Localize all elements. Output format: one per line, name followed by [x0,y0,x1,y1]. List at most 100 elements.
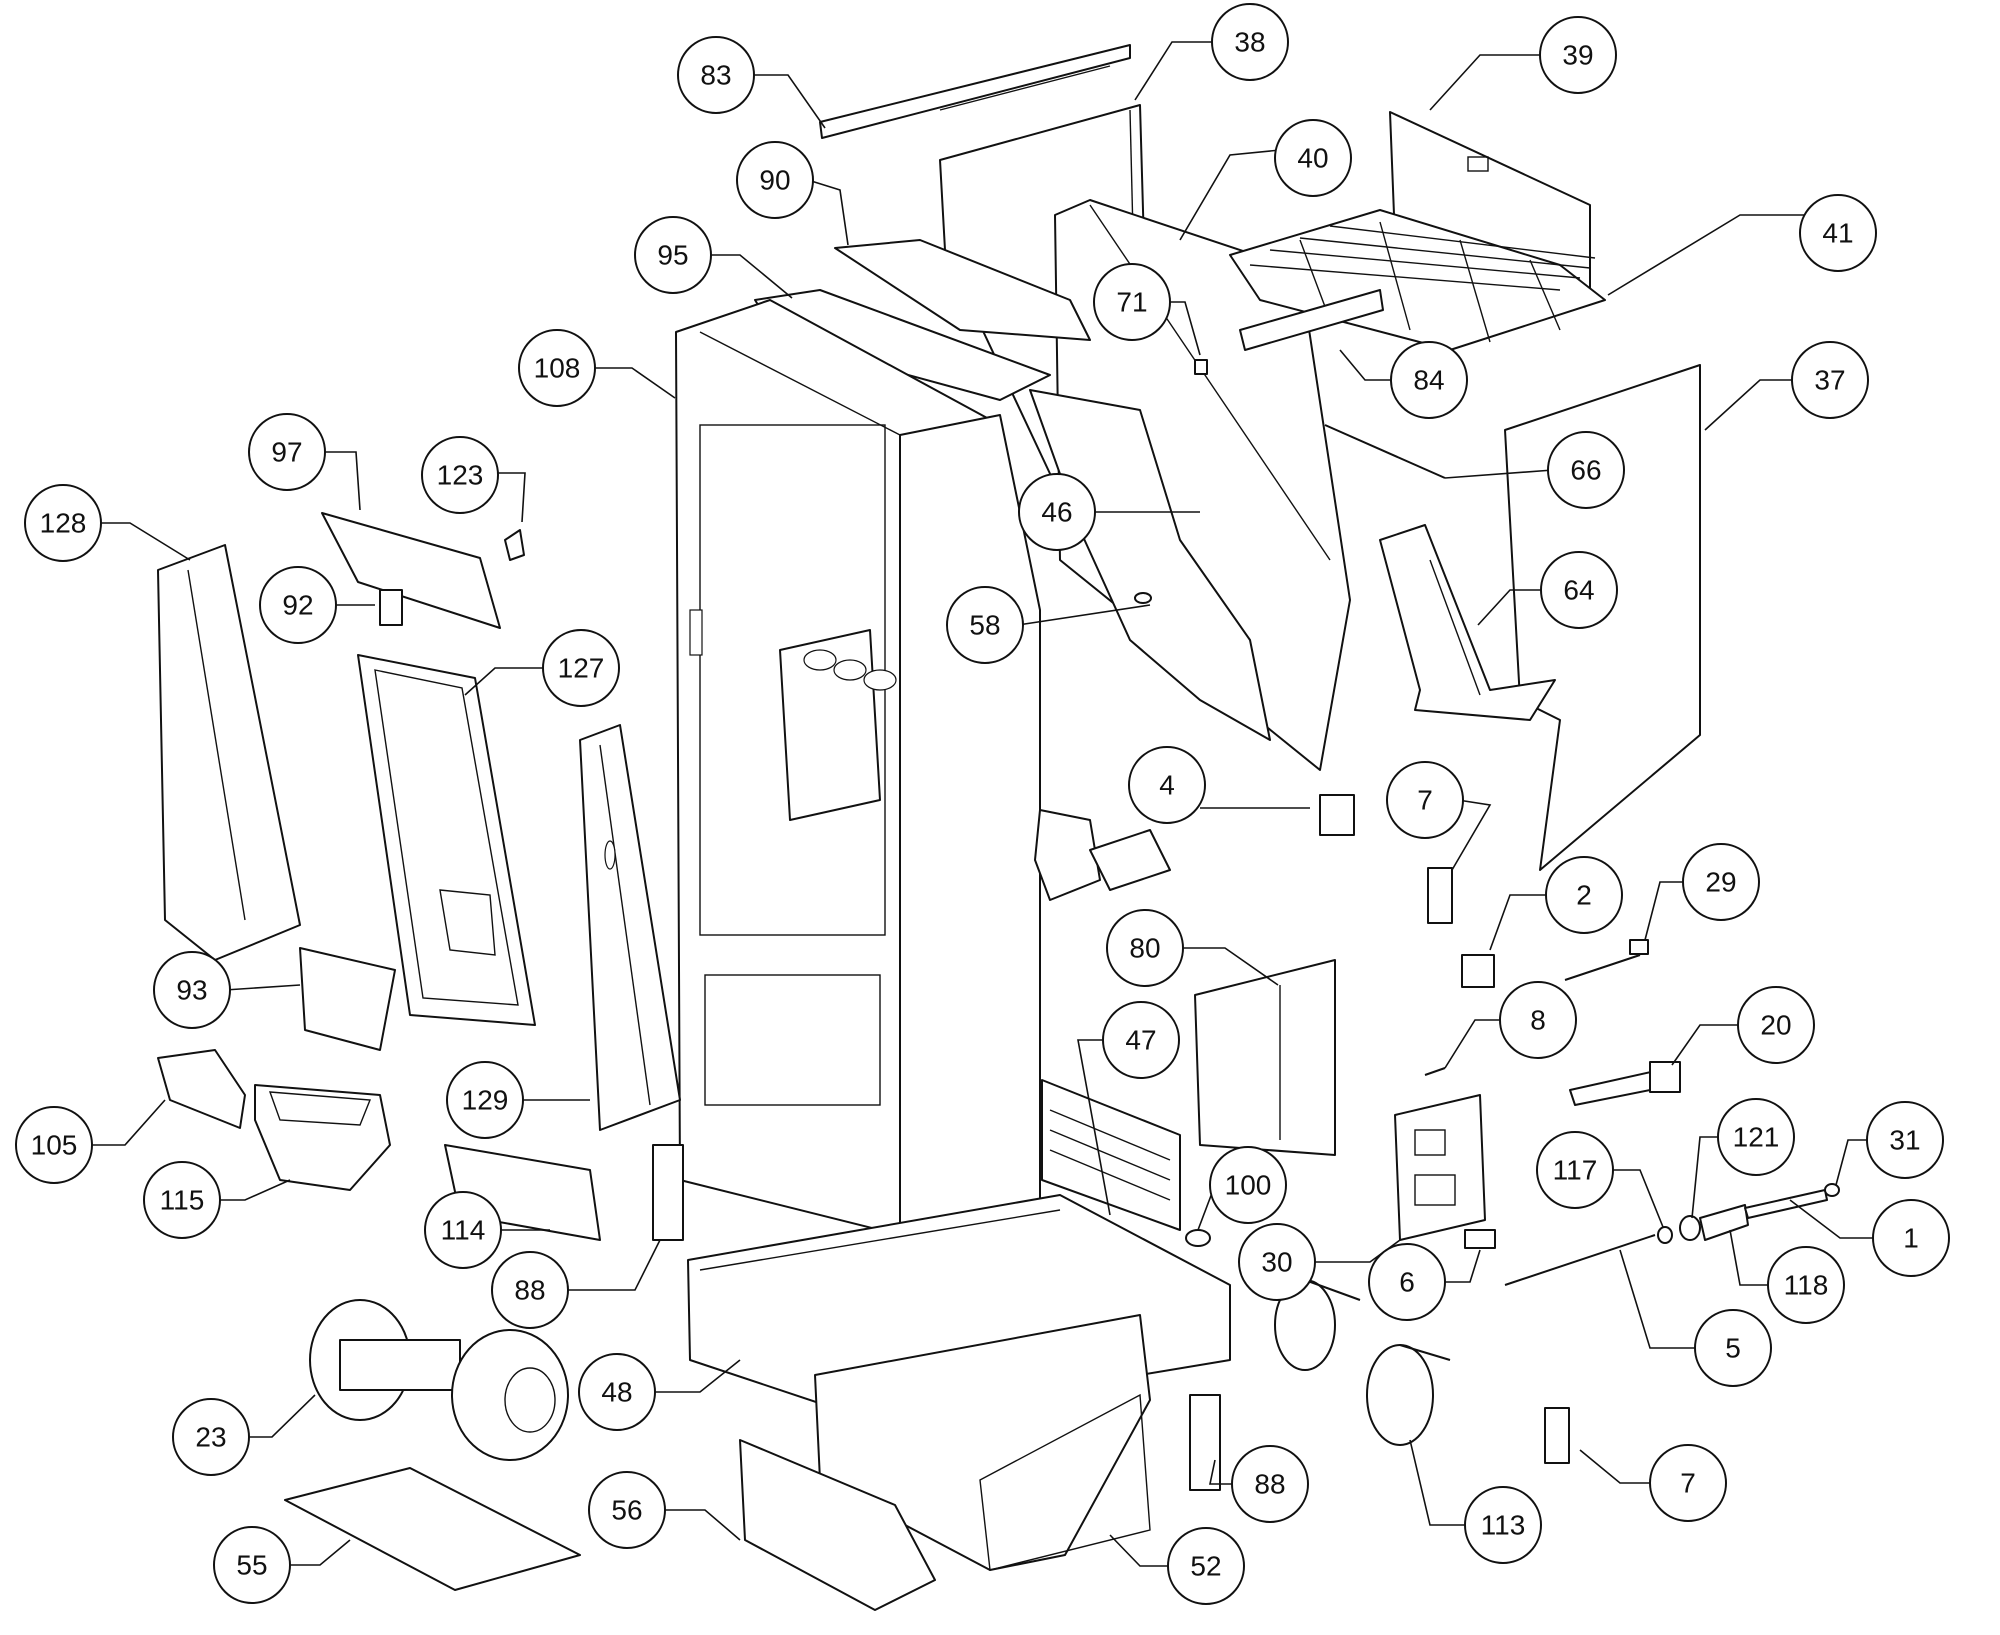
svg-text:83: 83 [700,60,731,91]
svg-text:105: 105 [31,1130,78,1161]
callout-128: 128 [24,484,102,562]
callout-88a: 88 [491,1251,569,1329]
leader-128 [96,522,191,561]
callout-93: 93 [153,951,231,1029]
callout-114: 114 [424,1191,502,1269]
svg-text:90: 90 [759,165,790,196]
svg-text:46: 46 [1041,497,1072,528]
svg-text:55: 55 [236,1550,267,1581]
svg-text:129: 129 [462,1085,509,1116]
callout-7b: 7 [1649,1444,1727,1522]
svg-text:118: 118 [1784,1270,1829,1301]
callout-56: 56 [588,1471,666,1549]
callout-38: 38 [1211,3,1289,81]
part-71-clip [1194,359,1208,375]
leader-97 [320,451,361,511]
callout-1: 1 [1872,1199,1950,1277]
part-113-flue-pipes [1274,1279,1451,1446]
leader-66 [1444,469,1554,479]
leader-88a [563,1239,661,1291]
callout-100: 100 [1209,1146,1287,1224]
svg-text:121: 121 [1733,1122,1780,1153]
svg-text:38: 38 [1234,27,1265,58]
svg-text:58: 58 [969,610,1000,641]
svg-text:41: 41 [1822,218,1853,249]
part-23-blower [309,1299,569,1461]
leader-52 [1109,1534,1173,1567]
callout-48: 48 [578,1353,656,1431]
leader-20 [1671,1024,1743,1066]
callout-84: 84 [1390,341,1468,419]
leader-lines [87,41,1878,1567]
part-20-igniter [1569,1061,1681,1106]
part-64-flue-channel [1379,524,1556,721]
svg-text:39: 39 [1562,40,1593,71]
svg-text:56: 56 [611,1495,642,1526]
callout-118: 118 [1767,1246,1845,1324]
callout-41: 41 [1799,194,1877,272]
svg-text:127: 127 [558,653,605,684]
leader-56 [660,1509,741,1541]
leader-40 [1179,149,1281,241]
svg-text:114: 114 [441,1215,486,1246]
leader-31 [1835,1139,1872,1186]
callout-66: 66 [1547,431,1625,509]
callout-113: 113 [1464,1486,1542,1564]
callout-129: 129 [446,1061,524,1139]
svg-text:88: 88 [1254,1469,1285,1500]
leader-39 [1429,54,1545,111]
leader-118 [1729,1229,1773,1286]
part-123-pin [504,529,525,561]
auger-motor [1034,809,1171,901]
callout-39: 39 [1539,16,1617,94]
svg-text:7: 7 [1680,1468,1696,1499]
leader-83 [740,74,826,129]
part-52-tray [814,1314,1151,1571]
svg-text:4: 4 [1159,770,1175,801]
svg-text:88: 88 [514,1275,545,1306]
part-127-door [357,654,536,1026]
leader-121 [1691,1136,1723,1219]
part-80-control-bracket [1194,959,1336,1156]
svg-text:108: 108 [534,353,581,384]
leader-113 [1409,1439,1470,1526]
part-100-grommet [1185,1229,1211,1247]
callout-97: 97 [248,413,326,491]
svg-text:6: 6 [1399,1267,1415,1298]
svg-text:71: 71 [1116,287,1147,318]
leader-23 [244,1394,316,1438]
leader-7a [1451,799,1492,871]
leader-108 [590,367,676,399]
leader-93 [224,984,301,991]
part-7-bracket-lower [1544,1407,1570,1464]
part-30-control-board [1394,1094,1486,1241]
part-93-ash-guard [299,947,396,1051]
part-129-side-trim [579,724,681,1131]
svg-text:47: 47 [1125,1025,1156,1056]
parts-drawing [157,44,1840,1611]
part-66-rod [1324,424,1446,479]
part-46-firebox-rear [1029,389,1271,741]
callout-108: 108 [518,329,596,407]
callout-88b: 88 [1231,1445,1309,1523]
svg-text:52: 52 [1190,1551,1221,1582]
part-56-base-plate [739,1439,936,1611]
part-117-washer [1657,1226,1673,1244]
leader-127 [464,667,548,696]
part-55-mounting-plate [284,1467,581,1591]
leader-55 [285,1539,351,1566]
leader-58 [1017,604,1151,626]
callout-8: 8 [1499,981,1577,1059]
part-8-screw [1424,1067,1446,1076]
svg-text:29: 29 [1705,867,1736,898]
leader-80 [1178,947,1279,986]
callout-127: 127 [542,629,620,707]
callout-117: 117 [1536,1131,1614,1209]
leader-7b [1579,1449,1655,1484]
svg-text:128: 128 [40,508,87,539]
part-4-switch [1319,794,1355,836]
svg-text:117: 117 [1553,1155,1598,1186]
svg-text:115: 115 [160,1185,205,1216]
